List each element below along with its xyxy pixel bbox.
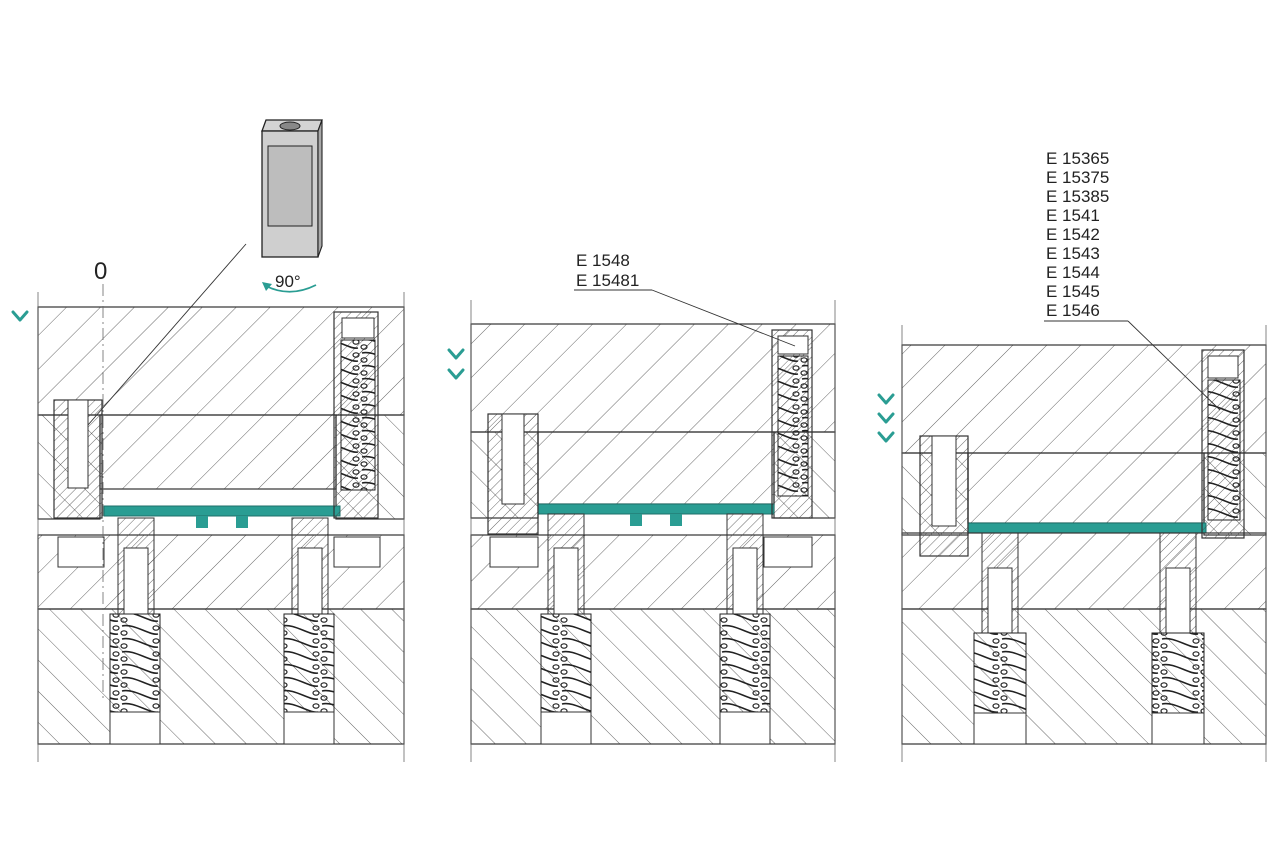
upper-spring <box>777 355 809 497</box>
punch-plate <box>537 431 775 505</box>
stopper-part-illustration <box>261 119 323 258</box>
zero-reference-label: 0 <box>94 258 107 285</box>
part-number-6: E 1543 <box>1046 244 1100 263</box>
part-number-7: E 1544 <box>1046 263 1100 282</box>
stopper-bore <box>67 399 89 489</box>
die-pocket-right <box>763 536 813 568</box>
lower-die-base <box>901 608 1267 745</box>
lower-plug-left <box>973 712 1027 745</box>
upper-spring <box>340 339 376 491</box>
stroke-step-icon-2 <box>447 368 465 380</box>
lower-spring-left <box>109 613 161 713</box>
stroke-step-icon-1 <box>877 393 895 405</box>
stroke-step-icon-2 <box>877 412 895 424</box>
rotation-arrow <box>265 284 317 293</box>
lower-plug-right <box>1151 712 1205 745</box>
stage-3-closed-die: E 15365 E 15375 E 15385 E 1541 E 1542 E … <box>877 149 1267 762</box>
lower-die-base <box>470 608 836 745</box>
part-number-5: E 1542 <box>1046 225 1100 244</box>
stroke-step-icon <box>11 310 29 322</box>
stage-2-stripper-contact: E 1548 E 15481 <box>447 251 836 762</box>
lower-spring-right <box>283 613 335 713</box>
part-number-1: E 15365 <box>1046 149 1109 168</box>
lower-spring-left <box>973 632 1027 714</box>
lower-spring-right <box>1151 632 1205 714</box>
lower-spring-left <box>540 613 592 713</box>
stopper-bore <box>501 413 525 505</box>
strip-tab-2 <box>670 514 682 526</box>
lower-die-base <box>37 608 405 745</box>
punch-plate <box>967 452 1205 524</box>
lower-pin-right-bore <box>1165 567 1191 634</box>
die-pocket-left <box>57 536 105 568</box>
upper-screw-plug <box>1207 355 1239 379</box>
upper-spring <box>1207 379 1241 521</box>
strip-tab-1 <box>630 514 642 526</box>
stage-1-open-die: 90° 0 <box>11 119 405 762</box>
lower-pin-left-bore <box>987 567 1013 634</box>
die-pocket-left <box>489 536 539 568</box>
sheet-strip <box>537 503 775 515</box>
part-number-2: E 15481 <box>576 271 639 290</box>
stroke-step-icon-3 <box>877 431 895 443</box>
lower-pin-left-bore <box>553 547 579 615</box>
upper-screw-plug <box>341 317 375 339</box>
lower-plug-left <box>109 711 161 745</box>
punch-plate <box>99 414 337 490</box>
sheet-strip <box>967 522 1207 534</box>
lower-pin-left-bore <box>123 547 149 615</box>
part-number-list: E 15365 E 15375 E 15385 E 1541 E 1542 E … <box>1046 149 1109 320</box>
lower-pin-right-bore <box>297 547 323 615</box>
lower-spring-right <box>719 613 771 713</box>
part-number-1: E 1548 <box>576 251 630 270</box>
stroke-step-icon-1 <box>447 348 465 360</box>
part-number-8: E 1545 <box>1046 282 1100 301</box>
sheet-strip <box>103 505 341 517</box>
rotation-arrow-head <box>262 282 272 291</box>
lower-plug-right <box>283 711 335 745</box>
lower-pin-right-bore <box>732 547 758 615</box>
part-number-9: E 1546 <box>1046 301 1100 320</box>
die-pocket-right <box>333 536 381 568</box>
lower-plug-right <box>719 711 771 745</box>
part-number-2: E 15375 <box>1046 168 1109 187</box>
part-number-3: E 15385 <box>1046 187 1109 206</box>
strip-tab-1 <box>196 516 208 528</box>
rotation-label: 90° <box>275 272 301 291</box>
lower-plug-left <box>540 711 592 745</box>
stopper-bore <box>931 435 957 527</box>
strip-tab-2 <box>236 516 248 528</box>
part-number-4: E 1541 <box>1046 206 1100 225</box>
